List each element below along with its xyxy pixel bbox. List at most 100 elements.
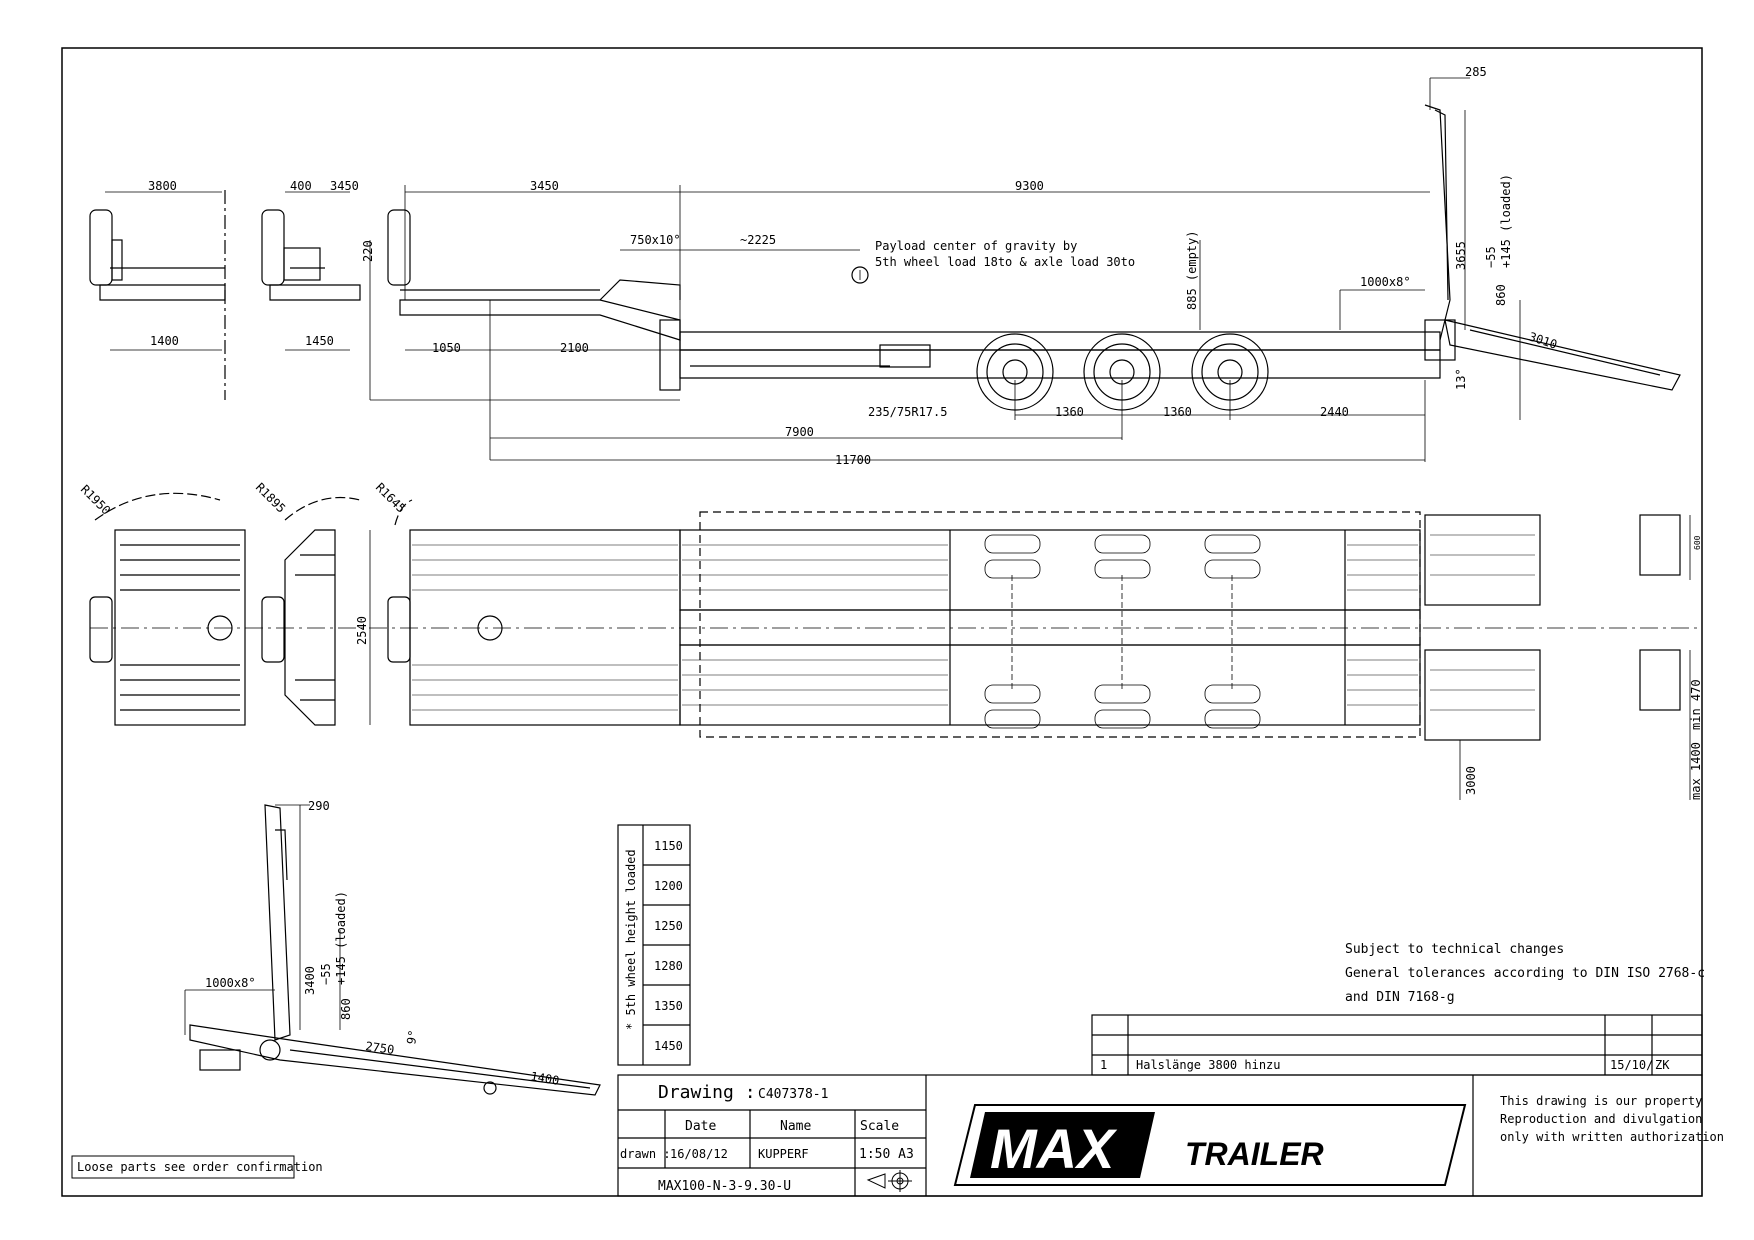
note-technical-changes: Subject to technical changes bbox=[1345, 942, 1564, 957]
radius-arc-1950 bbox=[94, 492, 221, 521]
radius-1950: R1950 bbox=[78, 482, 113, 517]
center-of-gravity-marker bbox=[851, 266, 869, 284]
scale-value: 1:50 A3 bbox=[859, 1147, 914, 1162]
payload-note-line2: 5th wheel load 18to & axle load 30to bbox=[875, 255, 1135, 269]
title-block bbox=[617, 1074, 1703, 1197]
dim-max1400: max 1400 bbox=[1689, 742, 1703, 800]
dim-2750: 2750 bbox=[365, 1039, 396, 1057]
gooseneck-top-small-2 bbox=[261, 529, 336, 726]
dim-9deg: 9° bbox=[404, 1029, 420, 1046]
wheel-height-1200: 1200 bbox=[654, 879, 683, 893]
side-view bbox=[89, 77, 1681, 462]
dim-3400: 3400 bbox=[303, 966, 317, 995]
revision-initials: ZK bbox=[1655, 1058, 1670, 1072]
dim-750x10: 750x10° bbox=[630, 233, 681, 247]
scale-header: Scale bbox=[860, 1119, 899, 1134]
wheel-height-1280: 1280 bbox=[654, 959, 683, 973]
dim-2440: 2440 bbox=[1320, 405, 1349, 419]
dim-minus55: −55 bbox=[1484, 246, 1498, 268]
dim-1050: 1050 bbox=[432, 341, 461, 355]
fifth-wheel-height-table bbox=[617, 824, 691, 1066]
radius-1895: R1895 bbox=[253, 480, 288, 515]
wheel-height-1150: 1150 bbox=[654, 839, 683, 853]
dim-860-ramp: 860 bbox=[339, 998, 353, 1020]
fifth-wheel-table-header: * 5th wheel height loaded bbox=[624, 849, 638, 1030]
dim-3010: 3010 bbox=[1527, 330, 1559, 352]
drawn-name: KUPPERF bbox=[758, 1147, 809, 1161]
model-number: MAX100-N-3-9.30-U bbox=[658, 1179, 791, 1194]
projection-symbol-icon bbox=[866, 1170, 912, 1192]
name-header: Name bbox=[780, 1119, 811, 1134]
drawn-date: 16/08/12 bbox=[670, 1147, 728, 1161]
property-note-line2: Reproduction and divulgation bbox=[1500, 1112, 1702, 1126]
payload-note-line1: Payload center of gravity by bbox=[875, 239, 1077, 253]
dim-285: 285 bbox=[1465, 65, 1487, 79]
tyre-size: 235/75R17.5 bbox=[868, 405, 947, 419]
dim-2225: ~2225 bbox=[740, 233, 776, 247]
deck-planks bbox=[412, 534, 1535, 711]
dim-3450: 3450 bbox=[530, 179, 559, 193]
dim-2540: 2540 bbox=[355, 616, 369, 645]
dim-1400: 1400 bbox=[150, 334, 179, 348]
dim-minus55-ramp: −55 bbox=[319, 963, 333, 985]
loose-parts-note: Loose parts see order confirmation bbox=[77, 1160, 323, 1174]
max-trailer-logo: MAX TRAILER bbox=[953, 1104, 1467, 1186]
dim-min470: min 470 bbox=[1689, 679, 1703, 730]
dim-1000x8-ramp: 1000x8° bbox=[205, 976, 256, 990]
main-deck bbox=[679, 331, 1441, 379]
logo-brand: MAX bbox=[990, 1117, 1118, 1180]
drawing-label: Drawing : bbox=[658, 1082, 756, 1103]
dim-3655: 3655 bbox=[1454, 241, 1468, 270]
wheel-height-1450: 1450 bbox=[654, 1039, 683, 1053]
wheel-height-1350: 1350 bbox=[654, 999, 683, 1013]
dim-11700: 11700 bbox=[835, 453, 871, 467]
dim-400: 400 bbox=[290, 179, 312, 193]
dim-7900: 7900 bbox=[785, 425, 814, 439]
revision-text: Halslänge 3800 hinzu bbox=[1136, 1058, 1281, 1072]
ramp-dimension-labels: 290 3400 −55 +145 (loaded) 860 1000x8° 2… bbox=[205, 799, 560, 1088]
sheet-border bbox=[61, 47, 1703, 1197]
dim-1450: 1450 bbox=[305, 334, 334, 348]
dim-290: 290 bbox=[308, 799, 330, 813]
dim-1360-b: 1360 bbox=[1163, 405, 1192, 419]
dim-600: 600 bbox=[1693, 535, 1702, 550]
dim-3000: 3000 bbox=[1464, 766, 1478, 795]
top-view bbox=[89, 492, 1700, 800]
dim-885-empty: 885 (empty) bbox=[1185, 231, 1199, 310]
radius-arc-1645 bbox=[394, 499, 413, 526]
note-din: and DIN 7168-g bbox=[1345, 990, 1455, 1005]
wheel-height-1250: 1250 bbox=[654, 919, 683, 933]
rear-ramp-side bbox=[1424, 104, 1681, 391]
loose-parts-box bbox=[71, 1155, 295, 1179]
gooseneck-top-small-1 bbox=[89, 529, 246, 726]
drawing-number: C407378-1 bbox=[758, 1087, 828, 1102]
dim-1000x8: 1000x8° bbox=[1360, 275, 1411, 289]
dim-1360-a: 1360 bbox=[1055, 405, 1084, 419]
logo-sub: TRAILER bbox=[1185, 1136, 1324, 1172]
drawn-label: drawn : bbox=[620, 1147, 671, 1161]
gooseneck-side-small-1 bbox=[89, 190, 226, 400]
dim-3800: 3800 bbox=[148, 179, 177, 193]
revision-index: 1 bbox=[1100, 1058, 1107, 1072]
dim-plus145-ramp: +145 (loaded) bbox=[334, 891, 348, 985]
dim-220: 220 bbox=[361, 240, 375, 262]
dim-13deg: 13° bbox=[1454, 368, 1468, 390]
main-trailer-top bbox=[90, 511, 1700, 741]
dim-9300: 9300 bbox=[1015, 179, 1044, 193]
dim-1400-ramp: 1400 bbox=[529, 1069, 560, 1088]
top-dimension-labels: R1950 R1895 R1645 2540 600 min 470 max 1… bbox=[78, 480, 1703, 800]
dim-2100: 2100 bbox=[560, 341, 589, 355]
side-dimension-labels: 3800 400 3450 3450 9300 285 220 1400 145… bbox=[148, 65, 1559, 467]
note-tolerances: General tolerances according to DIN ISO … bbox=[1345, 966, 1705, 981]
axle-outlines bbox=[984, 534, 1261, 729]
dim-3450-small: 3450 bbox=[330, 179, 359, 193]
radius-1645: R1645 bbox=[373, 480, 408, 515]
property-note-line1: This drawing is our property bbox=[1500, 1094, 1702, 1108]
radius-arc-1895 bbox=[284, 497, 361, 521]
side-dimension-lines bbox=[105, 77, 1521, 462]
dim-860: 860 bbox=[1494, 284, 1508, 306]
property-note-line3: only with written authorization bbox=[1500, 1130, 1724, 1144]
revision-date: 15/10/ bbox=[1610, 1058, 1653, 1072]
dim-plus145-loaded: +145 (loaded) bbox=[1499, 174, 1513, 268]
